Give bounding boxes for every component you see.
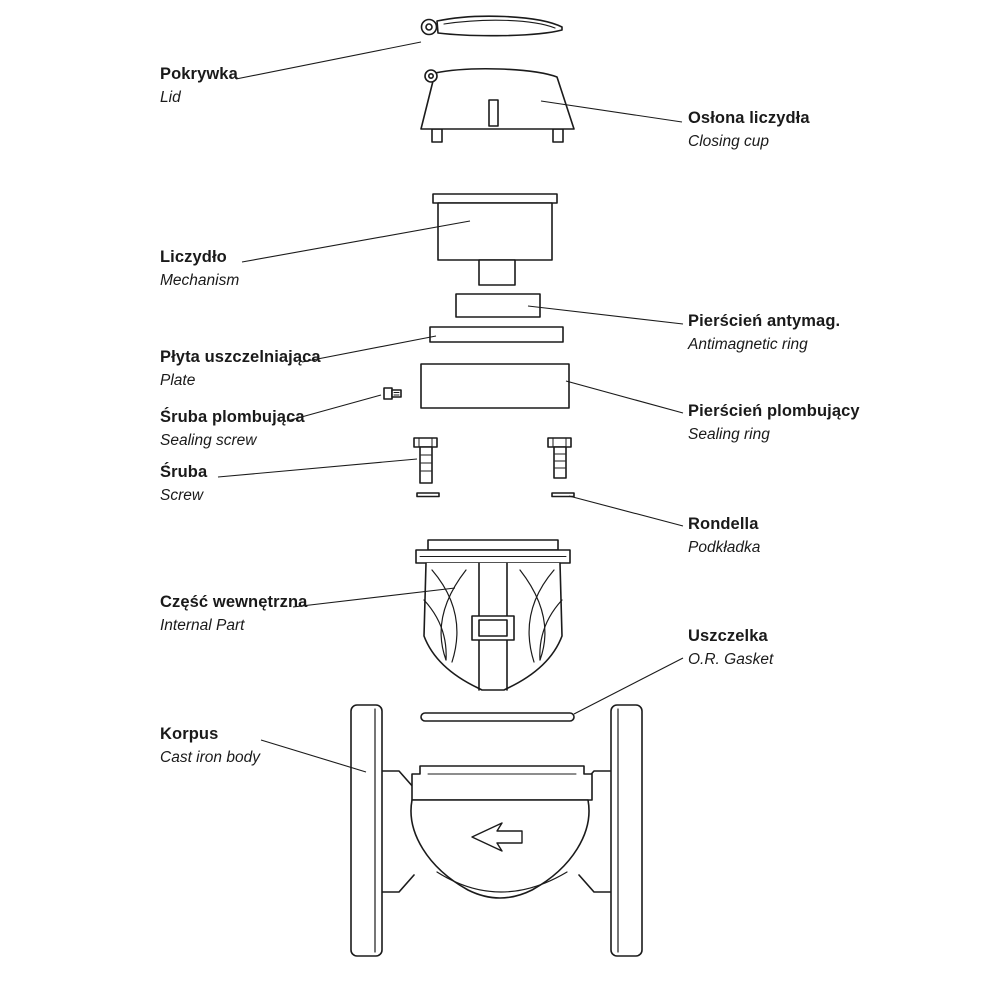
label-screw: Śruba Screw (160, 462, 207, 505)
screw-right-drawing (547, 437, 572, 479)
leader-gasket (573, 657, 684, 715)
label-internal-part-en: Internal Part (160, 616, 245, 634)
body-drawing (350, 704, 643, 957)
label-lid-en: Lid (160, 88, 181, 106)
washer-right-drawing (551, 492, 575, 498)
leader-washer (568, 495, 684, 527)
label-sealing-screw-pl: Śruba plombująca (160, 408, 305, 426)
label-plate-pl: Płyta uszczelniająca (160, 348, 321, 366)
flow-arrow-icon (471, 822, 523, 852)
gasket-drawing (420, 712, 575, 722)
label-washer-pl: Rondella (688, 515, 759, 533)
leader-lid (235, 41, 422, 80)
label-internal-part: Część wewnętrzna Internal Part (160, 592, 307, 635)
antimagnetic-ring-drawing (455, 293, 541, 318)
leader-screw (217, 458, 418, 478)
label-sealing-ring-pl: Pierścień plombujący (688, 402, 860, 420)
label-body-pl: Korpus (160, 725, 219, 743)
label-mechanism-pl: Liczydło (160, 248, 227, 266)
leader-body (260, 739, 367, 773)
label-lid: Pokrywka Lid (160, 64, 238, 107)
sealing-ring-drawing (420, 363, 570, 409)
leader-mechanism (241, 220, 471, 263)
label-mechanism-en: Mechanism (160, 271, 240, 289)
plate-drawing (429, 326, 564, 343)
leader-antimag-ring (527, 305, 684, 325)
label-screw-pl: Śruba (160, 463, 208, 481)
label-washer: Rondella Podkładka (688, 514, 760, 557)
label-sealing-ring-en: Sealing ring (688, 425, 770, 443)
leader-plate (301, 335, 437, 363)
sealing-screw-drawing (383, 387, 402, 400)
label-closing-cup-en: Closing cup (688, 132, 769, 150)
label-lid-pl: Pokrywka (160, 65, 238, 83)
leader-sealing-ring (565, 380, 684, 414)
label-closing-cup-pl: Osłona liczydła (688, 109, 810, 127)
lid-drawing (420, 15, 563, 37)
leader-closing-cup (540, 100, 683, 123)
screw-left-drawing (413, 437, 438, 484)
label-body-en: Cast iron body (160, 748, 260, 766)
label-screw-en: Screw (160, 486, 204, 504)
label-antimag-ring-en: Antimagnetic ring (688, 335, 808, 353)
label-antimag-ring-pl: Pierścień antymag. (688, 312, 841, 330)
leader-lines (217, 41, 684, 773)
label-gasket-en: O.R. Gasket (688, 650, 774, 668)
internal-part-drawing (415, 539, 571, 691)
label-closing-cup: Osłona liczydła Closing cup (688, 108, 810, 151)
label-internal-part-pl: Część wewnętrzna (160, 593, 308, 611)
label-antimag-ring: Pierścień antymag. Antimagnetic ring (688, 311, 840, 354)
label-plate: Płyta uszczelniająca Plate (160, 347, 321, 390)
label-gasket-pl: Uszczelka (688, 627, 768, 645)
label-mechanism: Liczydło Mechanism (160, 247, 239, 290)
label-body: Korpus Cast iron body (160, 724, 260, 767)
closing-cup-drawing (420, 67, 575, 143)
label-sealing-ring: Pierścień plombujący Sealing ring (688, 401, 860, 444)
label-plate-en: Plate (160, 371, 196, 389)
label-sealing-screw: Śruba plombująca Sealing screw (160, 407, 305, 450)
label-gasket: Uszczelka O.R. Gasket (688, 626, 773, 669)
label-sealing-screw-en: Sealing screw (160, 431, 257, 449)
leader-internal-part (292, 587, 456, 608)
label-washer-en: Podkładka (688, 538, 761, 556)
leader-sealing-screw (286, 394, 382, 422)
washer-left-drawing (416, 492, 440, 498)
mechanism-drawing (432, 193, 558, 286)
